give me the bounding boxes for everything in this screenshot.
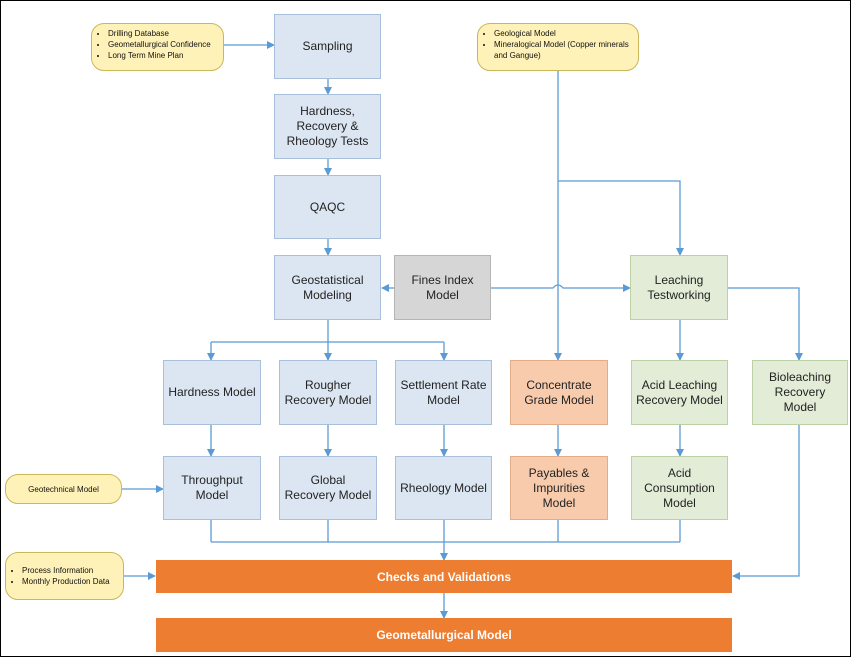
sampling-label: Sampling — [302, 39, 353, 53]
note-item: Drilling Database — [108, 28, 217, 39]
note-text: Geotechnical Model — [28, 484, 99, 494]
settlement-label: Settlement Rate Model — [400, 377, 487, 407]
rougher-label: Rougher Recovery Model — [284, 377, 372, 407]
hardness-box: Hardness Model — [163, 360, 261, 425]
global-recovery-box: Global Recovery Model — [279, 456, 377, 520]
arrow-leaching-to-bioleach — [728, 287, 803, 361]
tests-box: Hardness, Recovery & Rheology Tests — [274, 94, 381, 159]
geometallurgical-model-bar: Geometallurgical Model — [156, 618, 732, 652]
note-geotechnical: Geotechnical Model — [5, 474, 122, 504]
fines-label: Fines Index Model — [411, 272, 474, 302]
rheology-box: Rheology Model — [395, 456, 492, 520]
geostat-box: Geostatistical Modeling — [274, 255, 381, 320]
geostat-label: Geostatistical Modeling — [291, 272, 364, 302]
throughput-box: Throughput Model — [163, 456, 261, 520]
acid-leaching-label: Acid Leaching Recovery Model — [636, 377, 723, 407]
global-recovery-label: Global Recovery Model — [284, 473, 372, 502]
rheology-label: Rheology Model — [400, 480, 487, 495]
payables-box: Payables & Impurities Model — [510, 456, 608, 520]
checks-label: Checks and Validations — [376, 569, 512, 584]
arrow-fines-to-leaching — [491, 284, 631, 292]
note-item: Monthly Production Data — [22, 576, 117, 587]
bioleaching-label: Bioleaching Recovery Model — [768, 370, 832, 414]
sampling-box: Sampling — [274, 14, 381, 79]
arrow-geological-to-leaching — [558, 180, 684, 256]
tests-label: Hardness, Recovery & Rheology Tests — [286, 104, 369, 148]
qaqc-label: QAQC — [309, 199, 346, 214]
leaching-box: Leaching Testworking — [630, 255, 728, 320]
note-item: Geometallurgical Confidence — [108, 39, 217, 50]
settlement-box: Settlement Rate Model — [395, 360, 492, 425]
arrow-bioleach-to-checks — [732, 425, 800, 580]
hardness-label: Hardness Model — [168, 385, 256, 399]
note-item: Process Information — [22, 565, 117, 576]
leaching-label: Leaching Testworking — [647, 272, 711, 302]
note-process-inputs: Process Information Monthly Production D… — [5, 552, 124, 600]
concentrate-box: Concentrate Grade Model — [510, 360, 608, 425]
note-item: Long Term Mine Plan — [108, 50, 217, 61]
note-item: Geological Model — [494, 28, 632, 39]
concentrate-label: Concentrate Grade Model — [524, 377, 594, 407]
note-geological-inputs: Geological Model Mineralogical Model (Co… — [477, 23, 639, 71]
rougher-box: Rougher Recovery Model — [279, 360, 377, 425]
note-drilling-inputs: Drilling Database Geometallurgical Confi… — [91, 23, 224, 71]
note-item: Mineralogical Model (Copper minerals and… — [494, 39, 632, 61]
payables-label: Payables & Impurities Model — [528, 465, 590, 510]
geomet-label: Geometallurgical Model — [376, 628, 512, 642]
acid-consumption-label: Acid Consumption Model — [644, 465, 715, 510]
fines-box: Fines Index Model — [394, 255, 491, 320]
bioleaching-box: Bioleaching Recovery Model — [752, 360, 848, 425]
qaqc-box: QAQC — [274, 175, 381, 239]
acid-consumption-box: Acid Consumption Model — [631, 456, 728, 520]
acid-leaching-box: Acid Leaching Recovery Model — [631, 360, 728, 425]
checks-validations-bar: Checks and Validations — [156, 560, 732, 593]
throughput-label: Throughput Model — [181, 473, 243, 502]
